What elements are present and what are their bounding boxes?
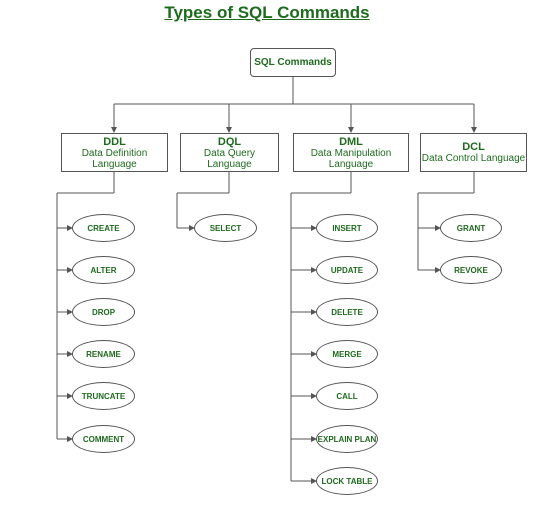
category-dcl: DCL Data Control Language xyxy=(420,133,527,172)
command-create: CREATE xyxy=(72,214,135,242)
command-grant: GRANT xyxy=(440,214,502,242)
command-comment: COMMENT xyxy=(72,425,135,453)
category-abbr: DDL xyxy=(103,135,126,148)
command-call: CALL xyxy=(316,382,378,410)
command-rename: RENAME xyxy=(72,340,135,368)
category-abbr: DCL xyxy=(462,141,485,153)
category-ddl: DDL Data Definition Language xyxy=(61,133,168,172)
command-insert: INSERT xyxy=(316,214,378,242)
category-abbr: DQL xyxy=(217,135,242,148)
command-revoke: REVOKE xyxy=(440,256,502,284)
category-fullname: Data Control Language xyxy=(421,153,526,164)
root-node-sql-commands: SQL Commands xyxy=(250,48,336,77)
command-select: SELECT xyxy=(194,214,257,242)
category-dml: DML Data Manipulation Language xyxy=(293,133,409,172)
category-fullname: Data Definition Language xyxy=(81,147,148,170)
command-drop: DROP xyxy=(72,298,135,326)
category-fullname: Data Query Language xyxy=(203,147,256,170)
command-delete: DELETE xyxy=(316,298,378,326)
category-fullname: Data Manipulation Language xyxy=(310,147,392,170)
command-alter: ALTER xyxy=(72,256,135,284)
diagram-title: Types of SQL Commands xyxy=(164,3,370,22)
category-abbr: DML xyxy=(339,135,363,148)
category-dql: DQL Data Query Language xyxy=(180,133,279,172)
command-update: UPDATE xyxy=(316,256,378,284)
command-truncate: TRUNCATE xyxy=(72,382,135,410)
command-merge: MERGE xyxy=(316,340,378,368)
command-explain-plan: EXPLAIN PLAN xyxy=(316,425,378,453)
command-lock-table: LOCK TABLE xyxy=(316,467,378,495)
